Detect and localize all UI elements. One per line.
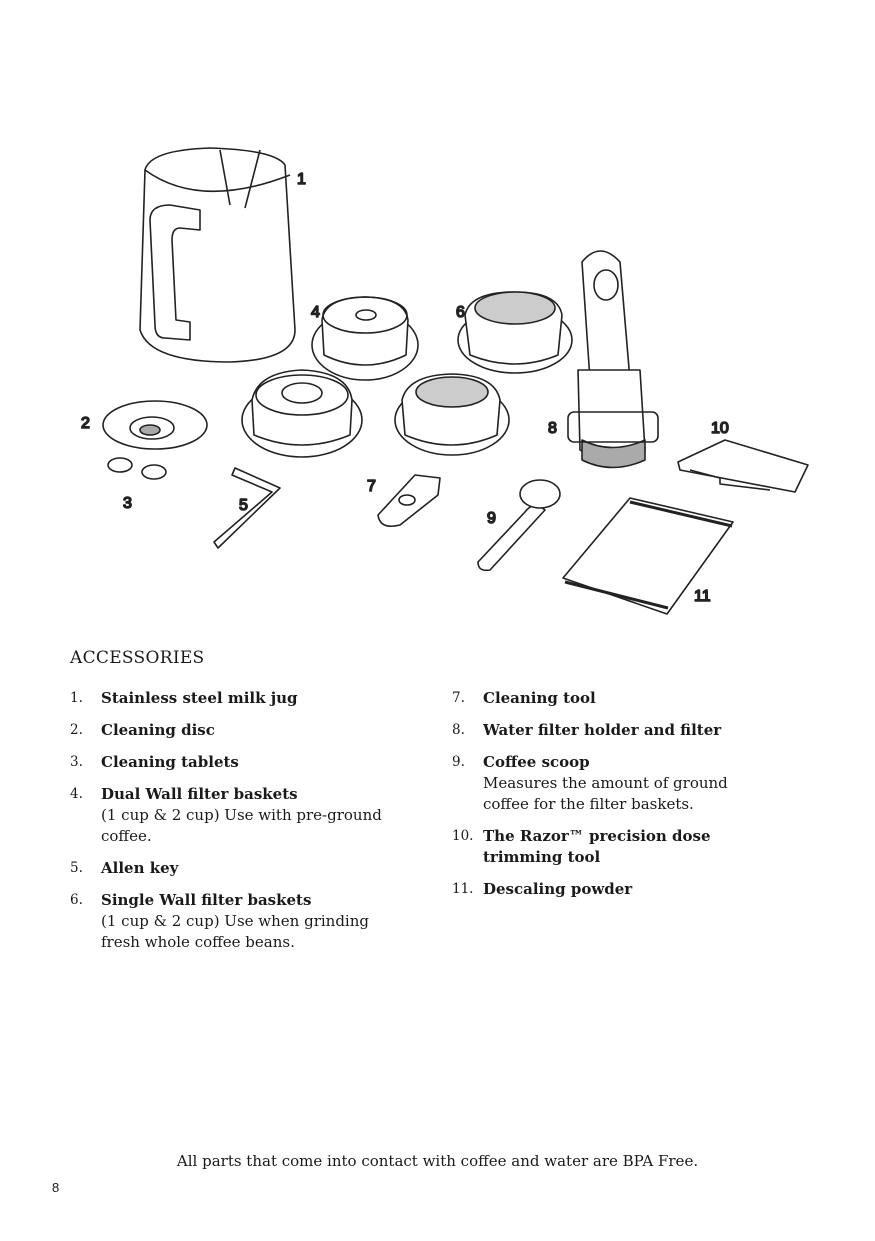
item-name: Descaling powder xyxy=(483,880,633,898)
razor-tool-drawing xyxy=(677,439,809,493)
item-name: Coffee scoop xyxy=(483,753,590,771)
item-description: Measures the amount of ground coffee for… xyxy=(483,774,728,813)
callout-7: 7 xyxy=(367,478,376,495)
item-name: Cleaning tool xyxy=(483,689,596,707)
accessories-illustration: 1 2 3 4 5 6 7 8 9 10 11 xyxy=(80,147,809,615)
item-name: The Razor™ precision dose trimming tool xyxy=(483,827,711,866)
list-item: 8. Water filter holder and filter xyxy=(452,720,752,741)
list-item: 1. Stainless steel milk jug xyxy=(70,688,400,709)
callout-5: 5 xyxy=(239,497,248,514)
item-number: 11. xyxy=(452,881,474,897)
allen-key-drawing xyxy=(213,467,281,549)
callout-3: 3 xyxy=(123,495,132,512)
callout-1: 1 xyxy=(297,171,306,188)
item-number: 8. xyxy=(452,722,465,738)
callout-9: 9 xyxy=(487,510,496,527)
list-item: 2. Cleaning disc xyxy=(70,720,400,741)
single-wall-basket-drawing xyxy=(394,291,573,456)
item-number: 10. xyxy=(452,828,474,844)
callout-11: 11 xyxy=(694,588,711,605)
descaling-powder-drawing xyxy=(562,497,734,615)
section-heading: ACCESSORIES xyxy=(70,648,205,668)
list-item: 10. The Razor™ precision dose trimming to… xyxy=(452,826,752,868)
item-name: Dual Wall filter baskets xyxy=(101,785,298,803)
accessories-list-left: 1. Stainless steel milk jug 2. Cleaning di… xyxy=(70,688,400,964)
item-description: (1 cup & 2 cup) Use when grinding fresh … xyxy=(101,912,369,951)
item-name: Cleaning tablets xyxy=(101,753,239,771)
item-name: Water filter holder and filter xyxy=(483,721,722,739)
accessories-list-right: 7. Cleaning tool 8. Water filter holder an… xyxy=(452,688,752,911)
list-item: 6. Single Wall filter baskets (1 cup & 2 c… xyxy=(70,890,400,953)
cleaning-tablets-drawing xyxy=(107,457,167,480)
page-number: 8 xyxy=(52,1180,60,1195)
callout-6: 6 xyxy=(456,304,465,321)
bpa-free-note: All parts that come into contact with co… xyxy=(176,1152,699,1170)
dual-wall-basket-drawing xyxy=(241,296,419,458)
item-name: Stainless steel milk jug xyxy=(101,689,298,707)
callout-10: 10 xyxy=(711,420,729,437)
item-number: 5. xyxy=(70,860,83,876)
milk-jug-drawing xyxy=(139,147,296,363)
callout-2: 2 xyxy=(81,415,90,432)
water-filter-holder-drawing xyxy=(567,250,659,469)
item-description: (1 cup & 2 cup) Use with pre-ground coff… xyxy=(101,806,382,845)
list-item: 3. Cleaning tablets xyxy=(70,752,400,773)
list-item: 11. Descaling powder xyxy=(452,879,752,900)
callout-numbers: 1 2 3 4 5 6 7 8 9 10 11 xyxy=(80,170,729,606)
coffee-scoop-drawing xyxy=(477,479,561,572)
item-number: 9. xyxy=(452,754,465,770)
callout-4: 4 xyxy=(311,304,320,321)
item-number: 3. xyxy=(70,754,83,770)
item-name: Single Wall filter baskets xyxy=(101,891,312,909)
item-name: Allen key xyxy=(101,859,179,877)
cleaning-disc-drawing xyxy=(102,400,208,450)
item-number: 1. xyxy=(70,690,83,706)
callout-8: 8 xyxy=(548,420,557,437)
item-number: 6. xyxy=(70,892,83,908)
item-name: Cleaning disc xyxy=(101,721,215,739)
list-item: 4. Dual Wall filter baskets (1 cup & 2 cup… xyxy=(70,784,400,847)
item-number: 7. xyxy=(452,690,465,706)
list-item: 7. Cleaning tool xyxy=(452,688,752,709)
list-item: 5. Allen key xyxy=(70,858,400,879)
cleaning-tool-drawing xyxy=(377,474,441,528)
item-number: 2. xyxy=(70,722,83,738)
item-number: 4. xyxy=(70,786,83,802)
